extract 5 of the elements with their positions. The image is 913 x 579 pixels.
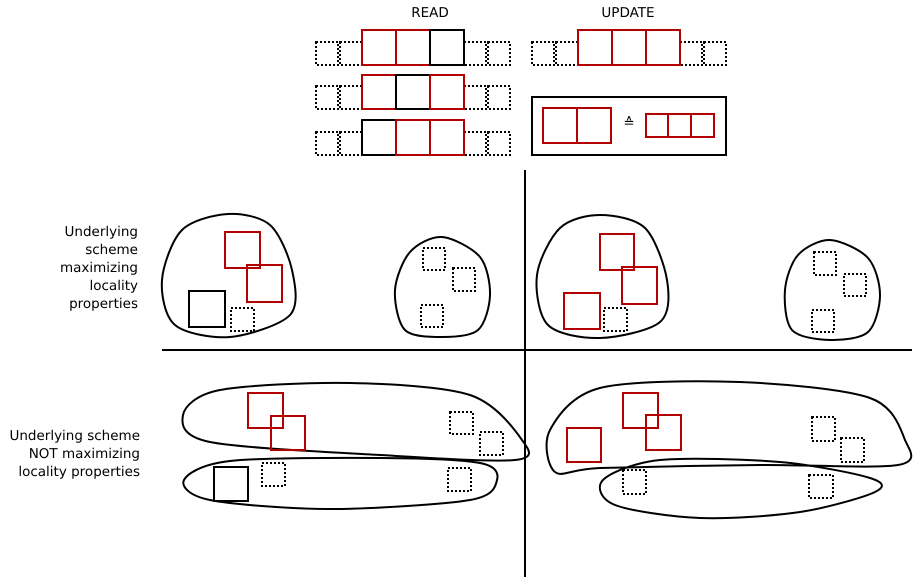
row-heading: Underlying scheme NOT maximizing locality properties <box>8 427 140 481</box>
equivalence-symbol: ≙ <box>622 114 636 132</box>
row-heading: Underlying scheme maximizing locality properties <box>58 223 138 313</box>
column-heading: UPDATE <box>600 4 656 22</box>
column-heading: READ <box>410 4 450 22</box>
